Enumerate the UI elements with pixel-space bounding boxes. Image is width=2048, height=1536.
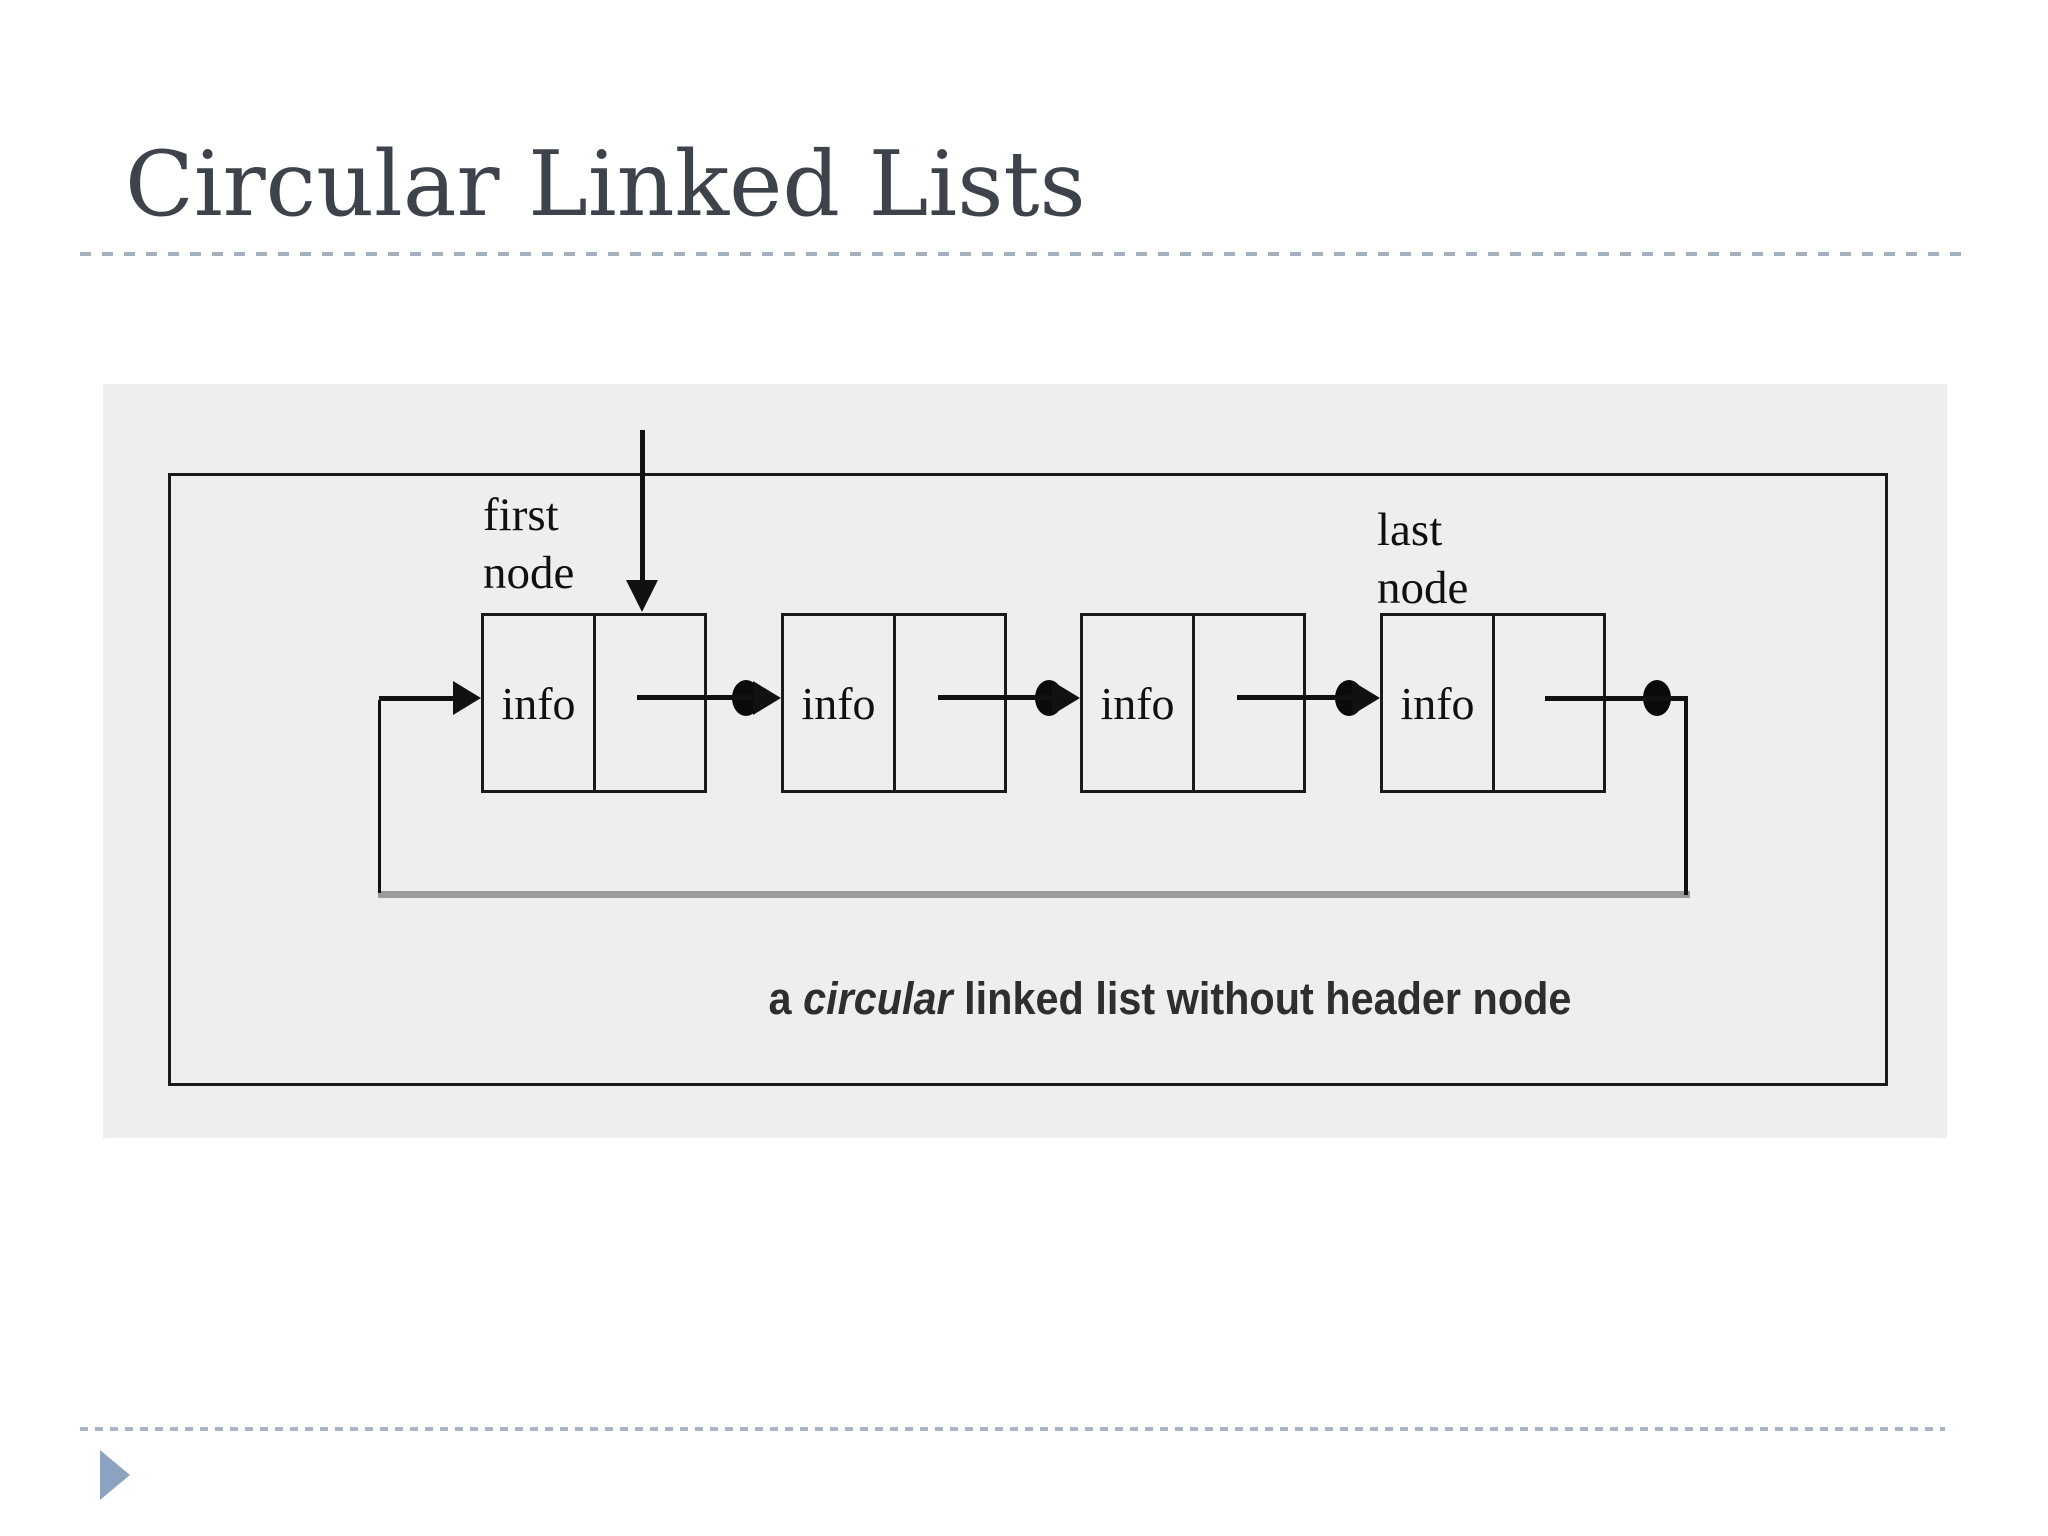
figure-panel xyxy=(103,384,1947,1138)
list-node-2: info xyxy=(781,613,1063,793)
next-pointer-line-1 xyxy=(637,695,755,700)
figure-caption: a circular linked list without header no… xyxy=(768,973,1572,1024)
next-pointer-arrowhead-icon xyxy=(753,681,781,715)
node-info-cell: info xyxy=(1083,616,1195,790)
last-node-out-line xyxy=(1545,696,1688,701)
next-pointer-arrowhead-icon xyxy=(1352,681,1380,715)
head-pointer-arrow-line xyxy=(640,430,645,582)
next-pointer-arrowhead-icon xyxy=(1052,681,1080,715)
slide-footer-triangle-icon xyxy=(100,1450,130,1500)
node-pointer-cell xyxy=(1495,616,1671,790)
node-info-cell: info xyxy=(784,616,896,790)
list-node-first: info xyxy=(481,613,760,793)
entry-arrow-line xyxy=(379,696,455,701)
list-node-3: info xyxy=(1080,613,1363,793)
title-divider-dashed-line xyxy=(80,252,1968,256)
page-title: Circular Linked Lists xyxy=(125,132,1086,237)
next-pointer-line-3 xyxy=(1237,695,1354,700)
circular-return-line xyxy=(378,891,1690,898)
list-node-last: info xyxy=(1380,613,1671,793)
circular-return-left-riser xyxy=(378,700,381,893)
caption-italic-word: circular xyxy=(803,973,953,1024)
head-pointer-arrowhead-icon xyxy=(626,580,658,612)
circular-return-right-riser xyxy=(1684,698,1688,895)
entry-arrowhead-icon xyxy=(453,681,481,715)
diagram-frame xyxy=(168,473,1888,1086)
node-pointer-cell xyxy=(596,616,760,790)
node-info-cell: info xyxy=(1383,616,1495,790)
node-info-cell: info xyxy=(484,616,596,790)
next-pointer-line-2 xyxy=(938,695,1054,700)
footer-dashed-line xyxy=(80,1427,1945,1431)
node-pointer-cell xyxy=(896,616,1063,790)
node-pointer-cell xyxy=(1195,616,1363,790)
